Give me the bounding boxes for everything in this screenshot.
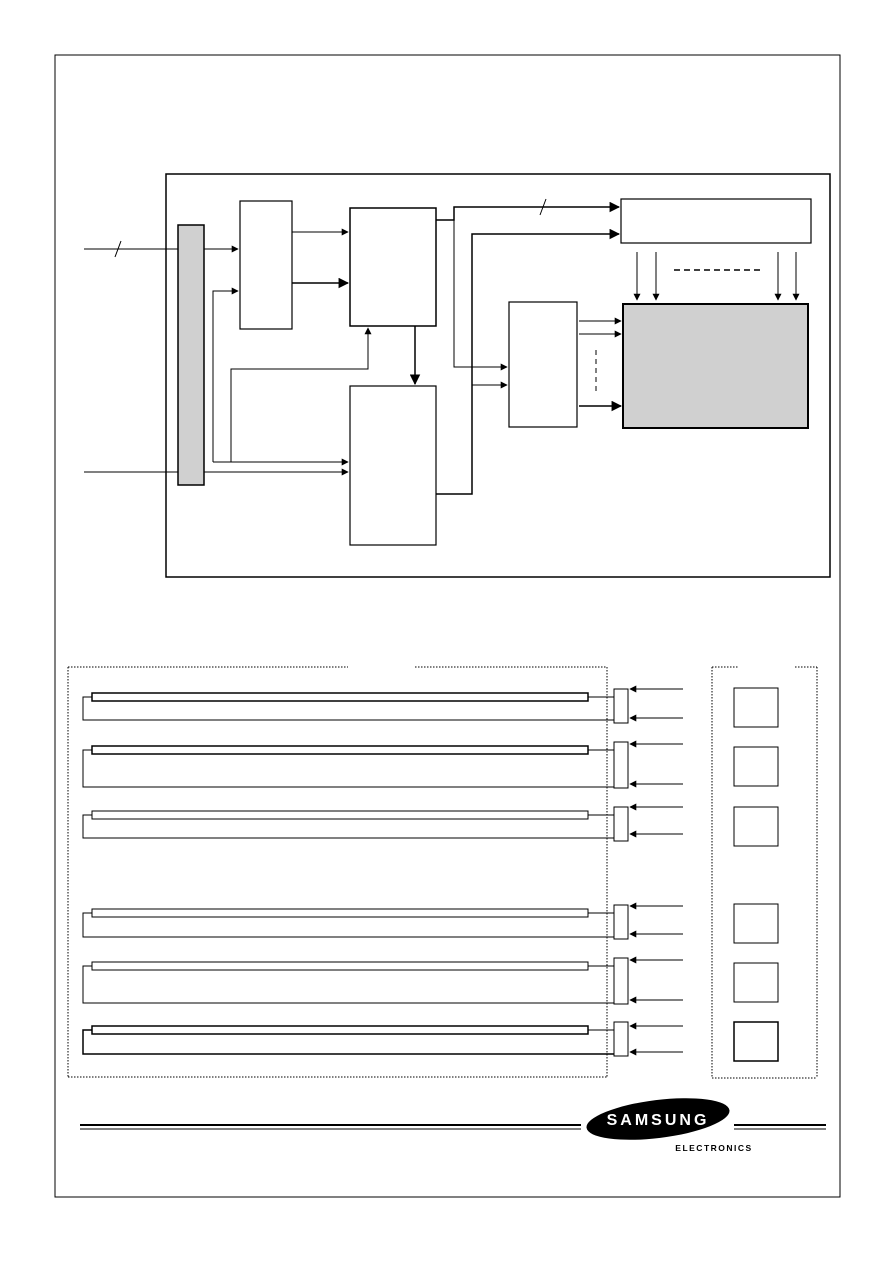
arrow-icon bbox=[436, 201, 621, 221]
buffer-cell bbox=[733, 1021, 779, 1062]
input-bus-line bbox=[84, 240, 178, 258]
register-block bbox=[620, 198, 812, 244]
memory-array-block bbox=[622, 303, 809, 429]
select-gate bbox=[613, 904, 629, 940]
buffer-cell bbox=[733, 806, 779, 847]
io-buffer-block bbox=[177, 224, 205, 486]
diagram-outer-box bbox=[165, 173, 831, 578]
electronics-label: ELECTRONICS bbox=[675, 1143, 752, 1153]
bus-slash-icon bbox=[539, 198, 547, 216]
string-row-3 bbox=[82, 803, 779, 847]
buffer-cell bbox=[733, 687, 779, 728]
page-buffer-region bbox=[711, 666, 818, 1079]
block-d bbox=[508, 301, 578, 428]
string-row-2 bbox=[82, 740, 779, 789]
arrow-icon bbox=[453, 220, 508, 371]
logo-text: SAMSUNG bbox=[607, 1112, 710, 1129]
cell-string-diagram bbox=[67, 666, 818, 1079]
select-gate bbox=[613, 1021, 629, 1057]
select-gate bbox=[613, 688, 629, 724]
string-array-region bbox=[67, 666, 608, 1078]
arrow-icon bbox=[436, 228, 621, 495]
buffer-cell bbox=[733, 903, 779, 944]
buffer-cell bbox=[733, 746, 779, 787]
page-frame bbox=[54, 54, 841, 1198]
footer: SAMSUNG ELECTRONICS bbox=[80, 1098, 826, 1153]
arrow-icon bbox=[212, 287, 239, 462]
top-block-diagram bbox=[84, 173, 831, 578]
arrow-icon bbox=[230, 327, 372, 462]
string-row-1 bbox=[82, 685, 779, 728]
bus-slash-icon bbox=[114, 240, 122, 258]
string-row-5 bbox=[82, 956, 779, 1005]
buffer-cell bbox=[733, 962, 779, 1003]
string-row-6 bbox=[82, 1021, 779, 1062]
block-c bbox=[349, 385, 437, 546]
block-b bbox=[349, 207, 437, 327]
select-gate bbox=[613, 957, 629, 1005]
block-a bbox=[239, 200, 293, 330]
select-gate bbox=[613, 741, 629, 789]
select-gate bbox=[613, 806, 629, 842]
samsung-logo: SAMSUNG bbox=[586, 1098, 730, 1140]
string-row-4 bbox=[82, 902, 779, 944]
